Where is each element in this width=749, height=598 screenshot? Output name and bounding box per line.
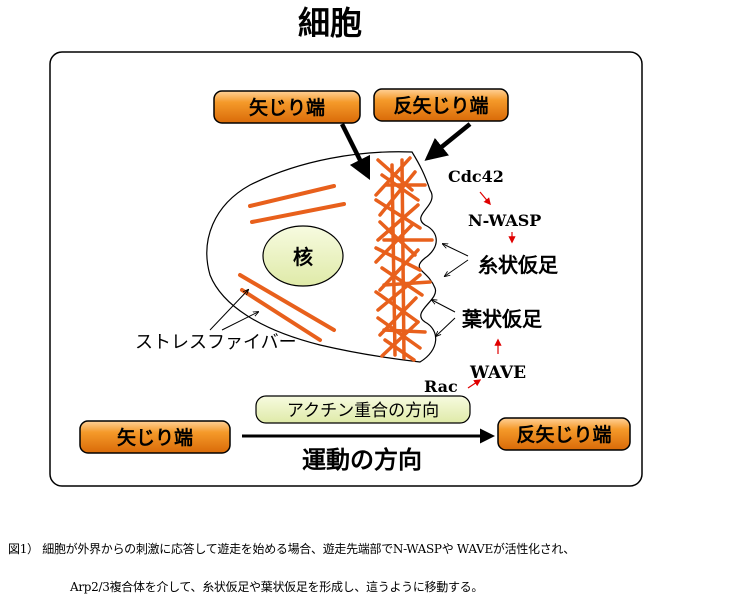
filopodia-label: 糸状仮足 xyxy=(478,253,559,277)
actin-direction-label: アクチン重合の方向 xyxy=(287,401,439,421)
figure-caption-line2: Arp2/3複合体を介して、糸状仮足や葉状仮足を形成し、這うように移動する。 xyxy=(70,580,484,594)
filopodia-pointer-a xyxy=(443,244,469,257)
cdc42-label: Cdc42 xyxy=(448,167,504,186)
rac-label: Rac xyxy=(424,377,458,396)
cdc42-to-nwasp-arrow xyxy=(479,191,491,206)
figure-caption-line1: 図1） 細胞が外界からの刺激に応答して遊走を始める場合、遊走先端部でN-WASP… xyxy=(8,542,575,556)
filopodia-pointer-b xyxy=(445,259,469,276)
lamellipodia-pointer-a xyxy=(432,300,456,313)
nucleus xyxy=(262,225,344,287)
nucleus-label: 核 xyxy=(293,245,313,269)
barbed-end-box-top xyxy=(373,88,509,122)
stress-fiber-label: ストレスファイバー xyxy=(135,332,297,353)
stress-fiber-pointer-a xyxy=(209,290,248,331)
page-title: 細胞 xyxy=(298,4,362,42)
pointed-end-label-bottom: 矢じり端 xyxy=(117,426,193,449)
wave-label: WAVE xyxy=(469,363,526,383)
pointed-end-arrow xyxy=(339,122,371,181)
barbed-end-arrow xyxy=(424,122,472,161)
pointed-end-label-top: 矢じり端 xyxy=(249,96,325,119)
actin-direction-box xyxy=(255,395,471,424)
actin-network xyxy=(374,156,434,362)
movement-direction-label: 運動の方向 xyxy=(302,446,422,474)
stress-fibers xyxy=(238,184,346,342)
lamellipodia-label: 葉状仮足 xyxy=(461,307,543,331)
pointed-end-box-top xyxy=(213,90,361,124)
stress-fiber-pointer-b xyxy=(221,312,258,331)
pointed-end-box-bottom xyxy=(79,420,231,454)
lamellipodia-pointer-b xyxy=(436,317,456,336)
barbed-end-box-bottom xyxy=(497,417,631,451)
barbed-end-label-top: 反矢じり端 xyxy=(393,94,488,117)
nwasp-label: N-WASP xyxy=(468,211,541,230)
rac-to-wave-arrow xyxy=(467,379,482,389)
barbed-end-label-bottom: 反矢じり端 xyxy=(516,423,611,446)
